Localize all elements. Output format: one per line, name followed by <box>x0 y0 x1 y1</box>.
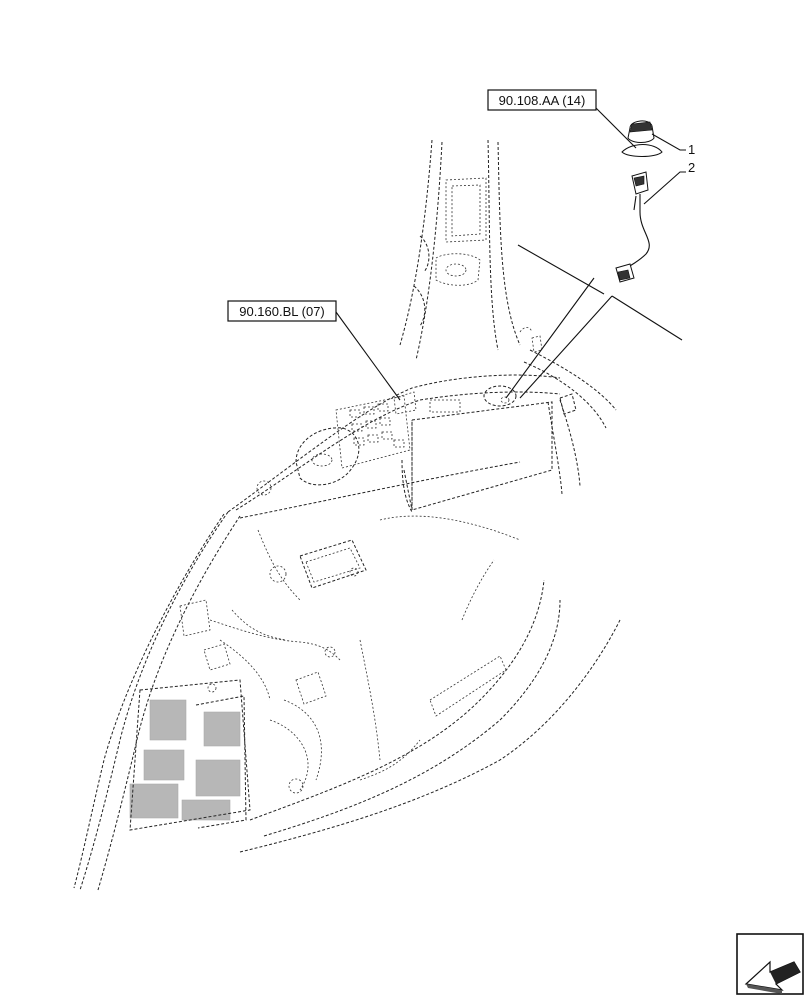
part-cap <box>621 120 663 157</box>
leader-callout-2 <box>643 171 686 205</box>
reference-label-top: 90.108.AA (14) <box>499 93 586 108</box>
leader-socket <box>505 277 613 399</box>
fuse-grid <box>129 699 241 821</box>
navigation-arrow-icon[interactable] <box>736 933 804 995</box>
switch-grid <box>349 403 405 448</box>
leader-callout-1 <box>651 133 686 151</box>
reference-label-left: 90.160.BL (07) <box>239 304 325 319</box>
callout-2: 2 <box>688 160 695 175</box>
leader-ref-top <box>595 107 637 149</box>
cab-outline <box>73 139 621 891</box>
reference-box-top[interactable]: 90.108.AA (14) <box>487 89 597 111</box>
callout-1: 1 <box>688 142 695 157</box>
leader-ref-left <box>335 311 401 401</box>
section-cut-lines <box>517 244 683 341</box>
part-cable-sensor <box>615 171 650 283</box>
reference-box-left[interactable]: 90.160.BL (07) <box>227 300 337 322</box>
